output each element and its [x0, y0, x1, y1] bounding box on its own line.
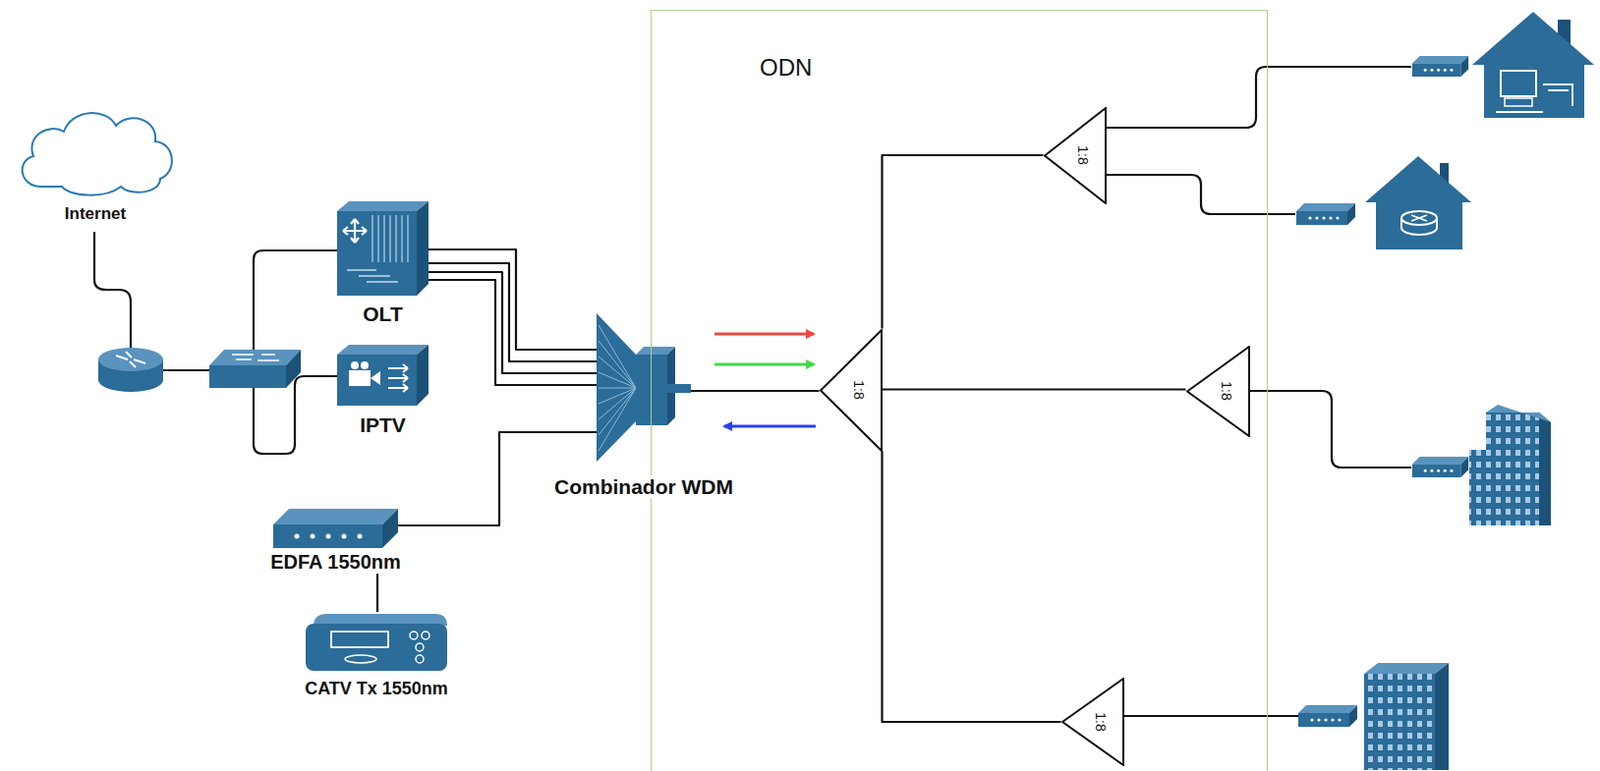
house-router-icon — [1365, 156, 1472, 250]
iptv-device: IPTV — [337, 344, 429, 438]
split-ratio: 1:8 — [1076, 145, 1090, 165]
wires — [94, 66, 1412, 717]
splitter-triangle: 1:8 — [1043, 107, 1107, 205]
fiber-connector — [882, 155, 1044, 330]
triangle-shape — [1187, 346, 1250, 437]
fiber-connector — [428, 263, 597, 362]
triangle-shape — [1062, 679, 1124, 766]
splitter-triangle: 1:8 — [819, 329, 883, 453]
triangle-outline — [1061, 678, 1125, 767]
split-ratio: 1:8 — [852, 380, 866, 400]
edfa-device: EDFA 1550nm — [273, 503, 399, 574]
switch-icon — [209, 349, 301, 389]
house-computer-icon — [1472, 11, 1595, 118]
wdm-icon — [596, 311, 691, 464]
triangle-shape — [820, 330, 882, 452]
wire — [253, 250, 338, 354]
splitter-triangle: 1:8 — [1186, 345, 1251, 438]
ont-icon — [1412, 56, 1469, 77]
fiber-connector — [690, 390, 820, 393]
olt-icon — [337, 201, 429, 296]
device-label: Combinador WDM — [552, 475, 736, 500]
fiber-connector — [428, 272, 597, 374]
apartment-building-icon — [1469, 404, 1551, 526]
ont-icons — [1296, 56, 1469, 728]
fiber-connector — [376, 573, 379, 613]
device-label: Internet — [62, 204, 128, 225]
fiber-connector — [428, 280, 597, 386]
device-label: CATV Tx 1550nm — [302, 679, 451, 700]
fiber-connector — [428, 249, 597, 350]
device-label: OLT — [360, 302, 404, 327]
arrow-green — [714, 363, 814, 367]
splitter-triangle: 1:8 — [1061, 678, 1125, 767]
region-label: ODN — [757, 54, 814, 82]
device-label: EDFA 1550nm — [268, 551, 403, 574]
split-ratio: 1:8 — [1219, 381, 1234, 400]
fiber-connector — [882, 452, 1062, 724]
ont-icon — [1298, 705, 1358, 728]
catv-device: CATV Tx 1550nm — [303, 612, 450, 700]
edfa-icon — [273, 503, 399, 549]
ont-icon — [1296, 203, 1356, 226]
cloud-device: Internet — [11, 102, 179, 225]
triangle-outline — [819, 329, 883, 453]
arrow-blue — [724, 425, 816, 429]
arrow-red — [714, 333, 814, 337]
wire — [1124, 715, 1299, 718]
device-label: IPTV — [357, 413, 408, 438]
triangle-shape — [1044, 108, 1106, 204]
signal-arrows — [714, 334, 816, 427]
wire — [1106, 66, 1412, 128]
office-building-icon — [1364, 663, 1449, 771]
catv-icon — [303, 612, 450, 674]
triangle-outline — [1186, 345, 1251, 438]
ont-icon — [1412, 457, 1469, 478]
odn-region: ODN 1:8 1:8 1:8 1:8 — [650, 9, 1268, 771]
wdm-device: Combinador WDM — [596, 311, 691, 500]
fiber-connector — [882, 388, 1187, 391]
triangle-outline — [1043, 107, 1107, 205]
iptv-icon — [337, 344, 429, 406]
router-icon — [98, 347, 164, 393]
wire — [163, 369, 210, 372]
wire — [94, 231, 131, 356]
olt-device: OLT — [337, 201, 429, 327]
wire — [1250, 391, 1412, 468]
split-ratio: 1:8 — [1093, 712, 1108, 732]
cloud-icon — [11, 102, 179, 199]
